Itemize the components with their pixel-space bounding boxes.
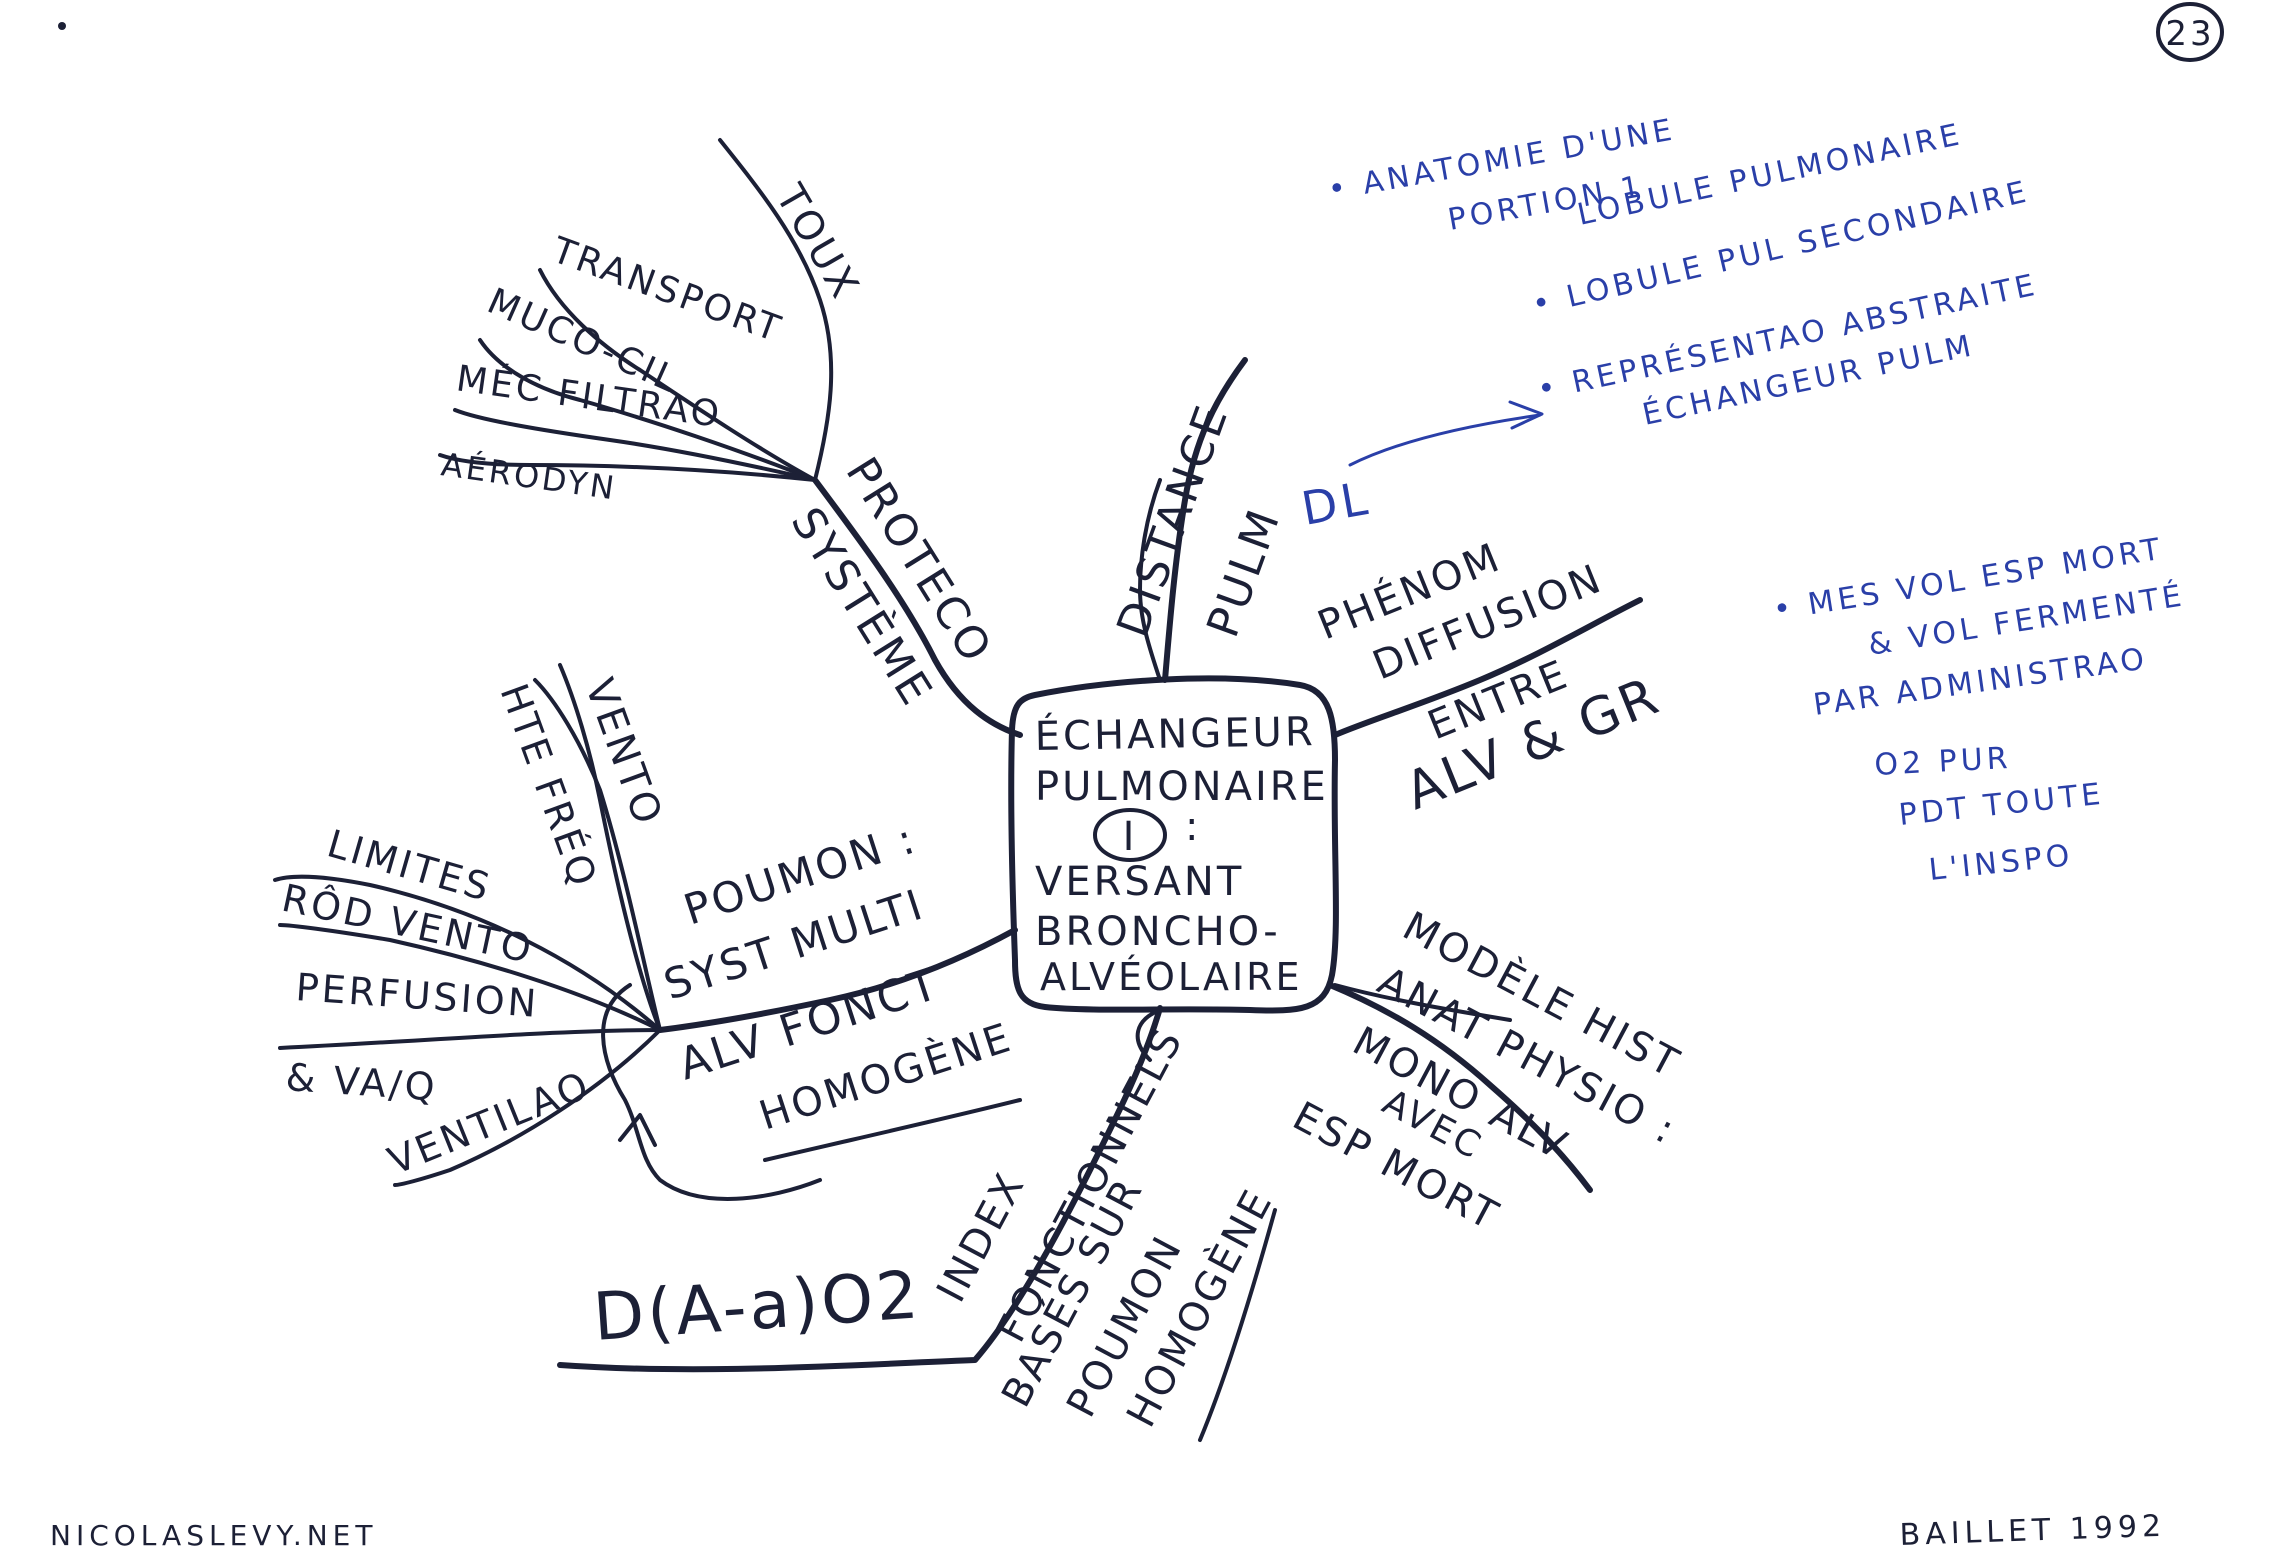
center-line-4: VERSANT	[1035, 859, 1244, 905]
compliance-note: DL	[1298, 471, 1375, 536]
indexes-underline	[1198, 1208, 1277, 1442]
note-2-line-5: PDT TOUTE	[1897, 777, 2106, 833]
notes-blue-group-1: • ANATOMIE D'UNE PORTION 1 LOBULE PULMON…	[1325, 112, 2041, 433]
branch-lung: POUMON : SYST MULTI ALV FONCT HOMOGÈNE V…	[273, 663, 1022, 1201]
lung-sub-rodvento: RÔD VENTO	[278, 876, 538, 972]
center-line-5: BRONCHO-	[1035, 909, 1281, 955]
center-line-1: ÉCHANGEUR	[1034, 707, 1316, 760]
page-number: 23	[2165, 14, 2214, 54]
footer-left: NICOLASLEVY.NET	[50, 1519, 377, 1552]
notes-blue-group-2: • MES VOL ESP MORT & VOL FERMENTÉ PAR AD…	[1771, 532, 2188, 888]
lung-sub-perfusion: PERFUSION	[294, 965, 540, 1026]
note-2-line-6: L'INSPO	[1927, 838, 2075, 888]
compliance-label-2: PULM	[1197, 501, 1290, 644]
central-node: ÉCHANGEUR PULMONAIRE I : VERSANT BRONCHO…	[1008, 675, 1339, 1014]
protection-sub-filtrao: MÉC FILTRAO	[454, 357, 725, 436]
page-number-badge: 23	[2156, 2, 2224, 62]
center-line-3: :	[1185, 804, 1201, 850]
corner-dot	[58, 22, 66, 30]
center-numeral-circle	[1093, 808, 1167, 862]
lung-strike	[763, 1098, 1022, 1162]
footer-right: BAILLET 1992	[1899, 1509, 2167, 1553]
note-2-line-3: PAR ADMINISTRAO	[1811, 641, 2150, 723]
center-numeral: I	[1123, 814, 1138, 860]
protection-sub-aerodyn: AÉRODYN	[439, 445, 619, 507]
branch-protection: PROTECO SYSTÈME TOUX TRANSPORT MUCO-CIL …	[438, 138, 1023, 738]
center-line-2: PULMONAIRE	[1035, 764, 1329, 810]
indexes-sub: D(A-a)O2	[591, 1256, 924, 1356]
branch-diffusion: PHÉNOM DIFFUSION ENTRE ALV & GR	[1311, 532, 1669, 822]
branch-models: MODÈLE HIST ANAT PHYSIO : MONO ALV AVEC …	[1285, 901, 1689, 1240]
compliance-arrow-head	[1508, 400, 1544, 430]
compliance-arrow	[1348, 413, 1542, 467]
lung-sub-vaq: & VA/Q	[284, 1055, 439, 1109]
center-line-6: ALVÉOLAIRE	[1040, 955, 1303, 999]
note-2-line-4: O2 PUR	[1874, 741, 2013, 783]
